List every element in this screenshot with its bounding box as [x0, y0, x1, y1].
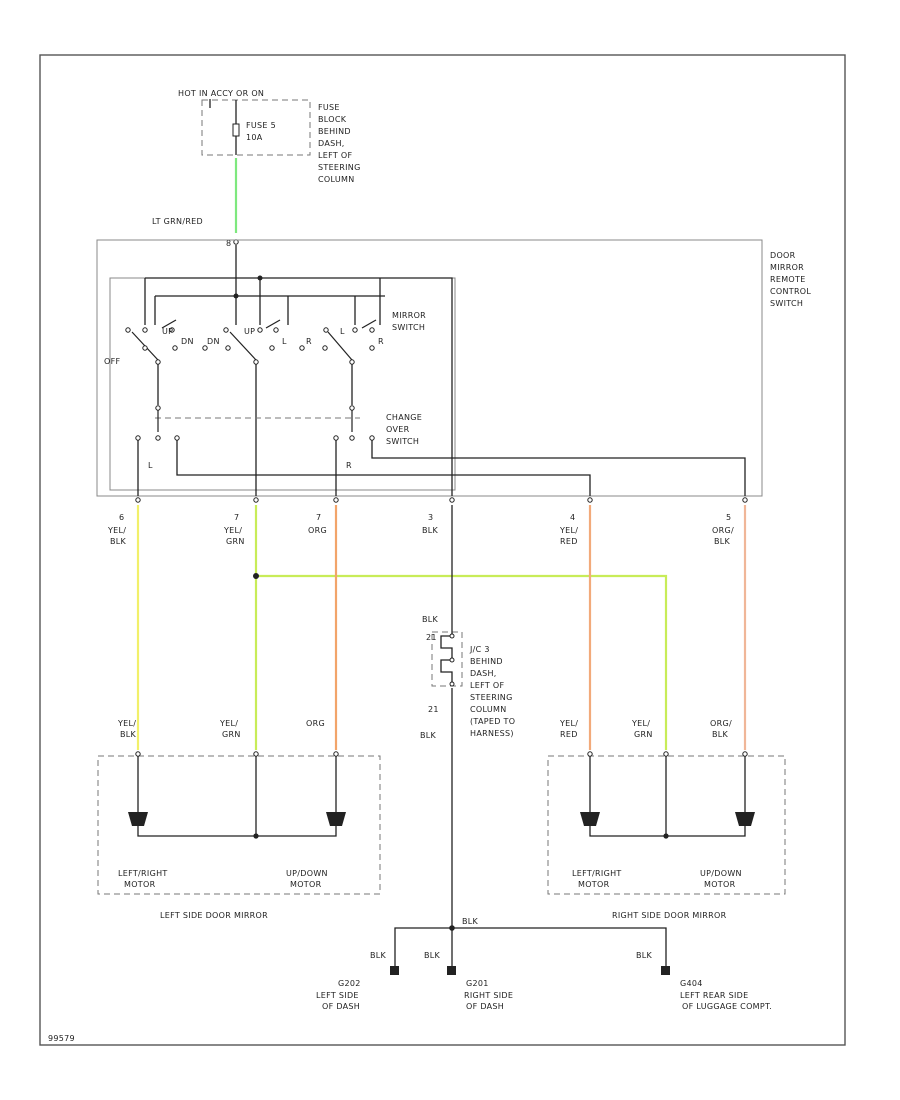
off-label: OFF [104, 357, 120, 366]
pin-5-wire: ORG/BLK [712, 526, 734, 546]
pos-l-3: L [148, 461, 153, 470]
pin-3-wire: BLK [422, 526, 439, 535]
feed-pin-label: 8 [226, 239, 231, 248]
right-ud-motor-icon [735, 812, 755, 826]
g404-id: G404 [680, 979, 703, 988]
jc-wire-top: BLK [422, 615, 439, 624]
right-common-splice [663, 833, 669, 839]
jc-wire-bottom: BLK [420, 731, 437, 740]
fuse-block-location: FUSE BLOCK BEHIND DASH, LEFT OF STEERING… [318, 103, 363, 184]
change-over-contacts [135, 405, 375, 441]
left-wire-2: YEL/GRN [219, 719, 241, 739]
jc-outline [431, 631, 463, 687]
fuse-block: HOT IN ACCY OR ON FUSE 5 10A FUSE BLOCK … [178, 89, 363, 184]
left-mirror-title: LEFT SIDE DOOR MIRROR [160, 911, 268, 920]
pin-7-org-wire: ORG [308, 526, 327, 535]
g202-ground-icon [390, 966, 399, 975]
diagram-frame [39, 54, 846, 1046]
pos-r-3: R [346, 461, 352, 470]
ground-bus [394, 927, 667, 968]
left-wire-1: YEL/BLK [117, 719, 137, 739]
left-mirror-terminals [135, 751, 339, 757]
left-ud-motor-icon [326, 812, 346, 826]
fuse-amps: 10A [246, 133, 263, 142]
g404-ground-icon [661, 966, 670, 975]
remote-control-switch: DOOR MIRROR REMOTE CONTROL SWITCH [96, 239, 814, 497]
switch-blades [131, 319, 377, 361]
pos-l-1: L [282, 337, 287, 346]
connector-pin-labels: 6 YEL/BLK 7 YEL/GRN 7 ORG 3 BLK 4 YEL/RE… [107, 513, 734, 546]
pin-7-org-number: 7 [316, 513, 321, 522]
right-mirror-title: RIGHT SIDE DOOR MIRROR [612, 911, 727, 920]
pos-r-1: R [306, 337, 312, 346]
right-wire-2: YEL/GRN [631, 719, 653, 739]
junction-connector: BLK 21 21 BLK J/C 3 BEHIND DASH, LEFT OF… [420, 615, 518, 740]
pos-r-2: R [378, 337, 384, 346]
pin-4-wire: YEL/RED [559, 526, 578, 546]
fuse-icon [232, 123, 240, 137]
pos-dn-2: DN [207, 337, 220, 346]
contact-row-upper [125, 327, 375, 333]
contact-row-lower [142, 345, 375, 351]
control-switch-label: DOOR MIRROR REMOTE CONTROL SWITCH [770, 251, 814, 308]
fuse-label: FUSE 5 [246, 121, 276, 130]
wire-yel-grn-right [256, 574, 668, 750]
control-switch-outline [96, 239, 763, 497]
pos-up-1: UP [162, 327, 173, 336]
left-common-splice [253, 833, 259, 839]
left-lr-motor-icon [128, 812, 148, 826]
fuse-block-outline [201, 99, 311, 156]
pin-7-wire: YEL/GRN [223, 526, 245, 546]
mirror-switch-label: MIRROR SWITCH [392, 311, 429, 332]
left-wire-3: ORG [306, 719, 325, 728]
jc-pin-in: 21 [426, 633, 437, 642]
g201-id: G201 [466, 979, 489, 988]
switch-pivots [155, 359, 355, 365]
left-mirror-outline [97, 755, 381, 895]
change-over-label: CHANGE OVER SWITCH [386, 413, 425, 446]
hot-label: HOT IN ACCY OR ON [178, 89, 264, 98]
jc-location: J/C 3 BEHIND DASH, LEFT OF STEERING COLU… [469, 645, 518, 738]
footer-code: 99579 [48, 1034, 75, 1043]
left-motor-common [137, 826, 337, 837]
g202-id: G202 [338, 979, 361, 988]
pin-6-wire: YEL/BLK [107, 526, 127, 546]
pos-l-2: L [340, 327, 345, 336]
pin-6-number: 6 [119, 513, 124, 522]
g202-wire: BLK [370, 951, 387, 960]
pin-4-number: 4 [570, 513, 575, 522]
yel-grn-splice [253, 573, 259, 579]
route-pin-3 [380, 277, 453, 496]
right-wire-1: YEL/RED [559, 719, 578, 739]
ground-bus-wire: BLK [462, 917, 479, 926]
route-pin-5 [371, 440, 746, 496]
pin-3-number: 3 [428, 513, 433, 522]
pin-5-number: 5 [726, 513, 731, 522]
g201-wire: BLK [424, 951, 441, 960]
feed-wire-label: LT GRN/RED [152, 217, 203, 226]
right-mirror-outline [547, 755, 786, 895]
pos-up-2: UP [244, 327, 255, 336]
pos-dn-1: DN [181, 337, 194, 346]
connector-pin-terminals [135, 497, 748, 503]
g404-wire: BLK [636, 951, 653, 960]
right-wire-3: ORG/BLK [710, 719, 732, 739]
g201-ground-icon [447, 966, 456, 975]
jc-pin-out: 21 [428, 705, 439, 714]
pin-7-number: 7 [234, 513, 239, 522]
right-lr-motor-icon [580, 812, 600, 826]
jc-internal [440, 628, 453, 684]
route-pin-4 [176, 440, 591, 496]
